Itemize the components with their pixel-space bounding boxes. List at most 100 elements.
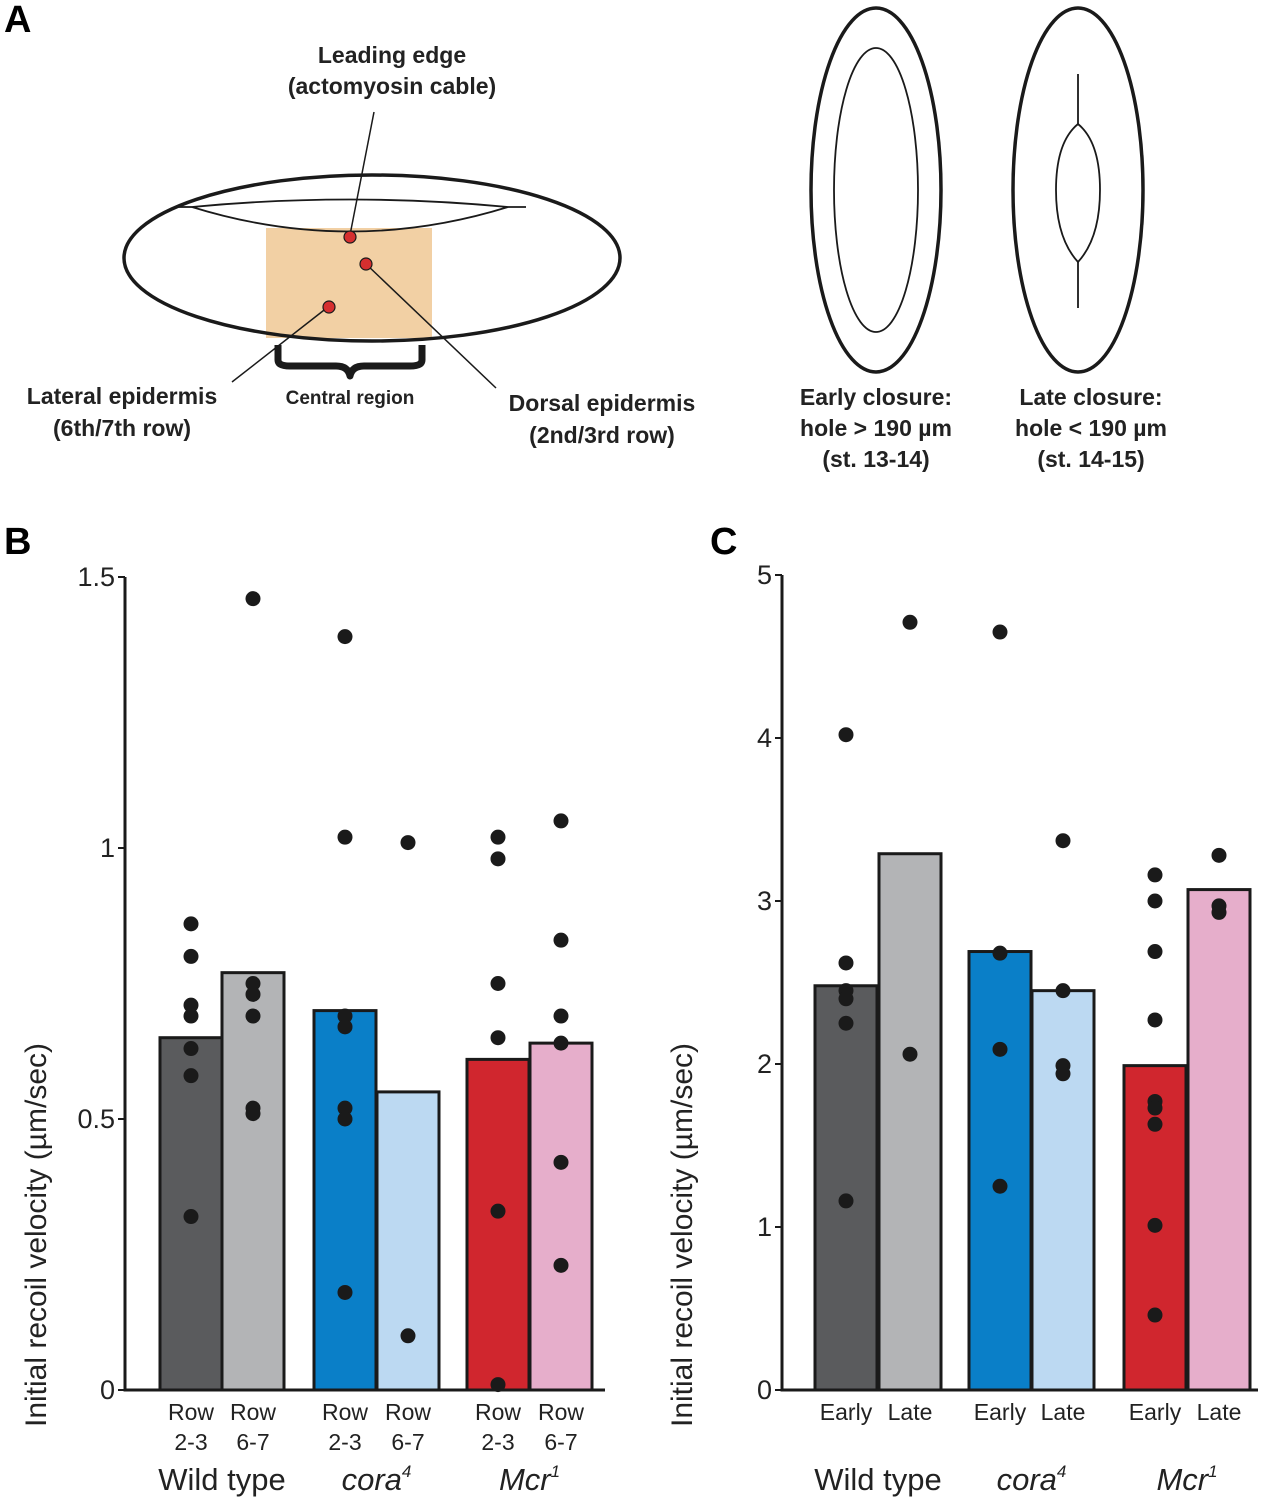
panel-b-chart: B Initial recoil velocity (µm/sec) 00.51…: [4, 521, 605, 1497]
x-category-label: Late: [888, 1399, 933, 1425]
label-late-3: (st. 14-15): [1037, 446, 1144, 472]
label-lateral-2: (6th/7th row): [53, 415, 191, 441]
x-category-label: Row: [475, 1399, 521, 1425]
label-early-2: hole > 190 µm: [800, 415, 952, 441]
data-point: [992, 624, 1008, 640]
data-point: [245, 591, 261, 607]
data-point: [1055, 833, 1071, 849]
x-category-label: 2-3: [481, 1429, 514, 1455]
data-point: [490, 1203, 506, 1219]
x-category-label: Row: [168, 1399, 214, 1425]
data-point: [1147, 1217, 1163, 1233]
group-label: cora4: [342, 1462, 412, 1497]
y-tick-label: 4: [757, 723, 772, 753]
data-point: [838, 955, 854, 971]
lateral-epidermis-dot: [322, 300, 336, 314]
data-point: [490, 976, 506, 991]
label-late-1: Late closure:: [1019, 384, 1162, 410]
data-point: [992, 1178, 1008, 1194]
x-category-label: Row: [538, 1399, 584, 1425]
early-closure-diagram: [809, 6, 943, 374]
data-point: [183, 1068, 199, 1084]
x-category-label: 2-3: [328, 1429, 361, 1455]
dorsal-epidermis-dot: [359, 257, 373, 271]
data-point: [1147, 944, 1163, 960]
central-region-shading: [266, 228, 432, 338]
y-tick-label: 3: [757, 886, 772, 916]
y-axis-label: Initial recoil velocity (µm/sec): [20, 1043, 53, 1427]
data-point: [838, 1015, 854, 1031]
bar-6: [528, 1041, 594, 1392]
label-dorsal-1: Dorsal epidermis: [509, 390, 696, 416]
x-category-label: 6-7: [391, 1429, 424, 1455]
x-category-label: 6-7: [544, 1429, 577, 1455]
data-point: [838, 991, 854, 1007]
panel-label-c: C: [710, 521, 737, 563]
data-point: [245, 1106, 261, 1122]
group-label: Wild type: [814, 1462, 941, 1497]
group-label: Wild type: [158, 1462, 285, 1497]
x-category-label: Late: [1197, 1399, 1242, 1425]
data-point: [183, 1008, 199, 1024]
label-leading-edge-1: Leading edge: [318, 42, 466, 68]
data-point: [490, 1030, 506, 1046]
data-point: [490, 1377, 506, 1393]
data-point: [553, 1154, 569, 1170]
panel-label-a: A: [4, 0, 31, 41]
data-point: [1211, 904, 1227, 920]
x-category-label: 6-7: [236, 1429, 269, 1455]
x-category-label: Early: [820, 1399, 873, 1425]
embryo-lateral-view: [122, 111, 622, 389]
embryo-outline: [122, 173, 622, 343]
y-tick-label: 1: [757, 1212, 772, 1242]
bar-6: [1186, 888, 1252, 1392]
data-point: [553, 813, 569, 829]
data-point: [992, 1041, 1008, 1057]
group-label: cora4: [997, 1462, 1067, 1497]
bar-5: [465, 1057, 531, 1392]
data-point: [1055, 1066, 1071, 1082]
x-category-label: Late: [1041, 1399, 1086, 1425]
data-point: [337, 1008, 353, 1024]
data-point: [1055, 983, 1071, 999]
x-category-label: Early: [974, 1399, 1027, 1425]
data-point: [183, 916, 199, 932]
data-point: [1147, 1012, 1163, 1028]
panel-a-diagram: A Leading edge (actomyosin cable) Latera…: [4, 0, 1167, 472]
label-central-region: Central region: [286, 388, 415, 409]
late-closure-diagram: [1011, 6, 1145, 374]
data-point: [553, 1035, 569, 1051]
group-label: Mcr1: [499, 1462, 560, 1497]
data-point: [902, 1046, 918, 1062]
data-point: [183, 1209, 199, 1225]
data-point: [1147, 867, 1163, 883]
y-tick-label: 0: [100, 1375, 115, 1405]
data-point: [183, 997, 199, 1013]
y-axis-label-c: Initial recoil velocity (µm/sec): [666, 1043, 699, 1427]
data-point: [400, 835, 416, 851]
bar-2: [877, 852, 943, 1392]
panel-c-ylabel-holder: Initial recoil velocity (µm/sec): [666, 1043, 699, 1427]
data-point: [838, 1193, 854, 1209]
data-point: [1211, 847, 1227, 863]
x-category-label: Row: [230, 1399, 276, 1425]
data-point: [1147, 1100, 1163, 1116]
data-point: [490, 829, 506, 845]
dorsal-opening: [191, 198, 509, 233]
leader-line-leading-edge: [349, 111, 375, 236]
data-point: [1147, 893, 1163, 909]
data-point: [1147, 1307, 1163, 1323]
bar-1: [813, 984, 879, 1392]
data-point: [400, 1328, 416, 1344]
bar-4: [1030, 989, 1096, 1392]
data-point: [337, 1111, 353, 1127]
data-point: [183, 948, 199, 964]
data-point: [337, 629, 353, 645]
y-tick-label: 0: [757, 1375, 772, 1405]
data-point: [245, 976, 261, 991]
y-tick-label: 1: [100, 833, 115, 863]
label-dorsal-2: (2nd/3rd row): [529, 422, 675, 448]
label-lateral-1: Lateral epidermis: [27, 383, 217, 409]
bar-2: [220, 971, 286, 1392]
data-point: [337, 1284, 353, 1300]
